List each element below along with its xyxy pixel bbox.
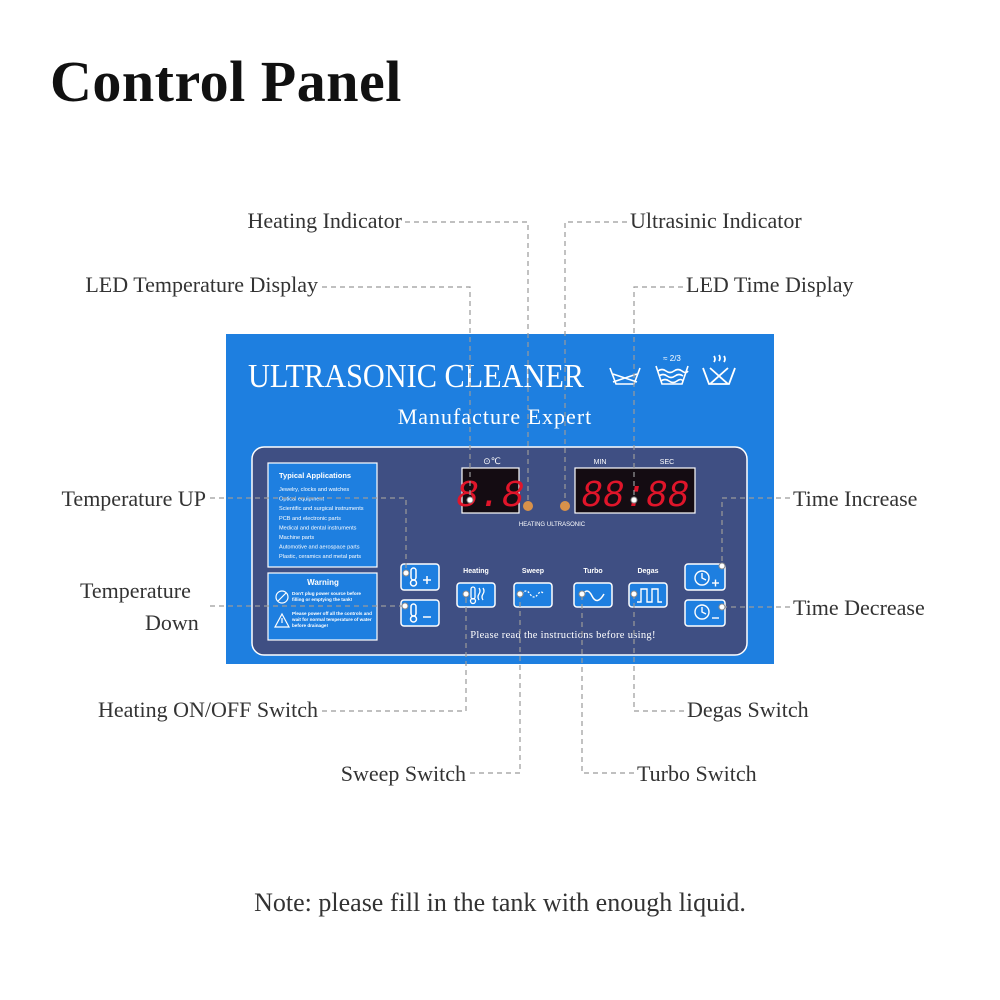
turbo-wave-icon [581, 590, 605, 602]
warning-text-1b: filling or emptying the tank! [292, 597, 353, 602]
application-item: Automotive and aerospace parts [279, 545, 360, 551]
callout-heating-indicator: Heating Indicator [247, 208, 402, 233]
warning-text-2a: Please power off all the controls and [292, 611, 372, 616]
heating-thermometer-icon [469, 586, 485, 605]
temperature-up-button[interactable] [400, 563, 440, 591]
no-plug-icon [275, 590, 289, 604]
sweep-switch-button[interactable] [513, 582, 553, 608]
degas-switch-button[interactable] [628, 582, 668, 608]
degas-button-label: Degas [637, 568, 658, 575]
callout-led-time-display: LED Time Display [686, 272, 854, 297]
temperature-down-button[interactable] [400, 599, 440, 627]
heating-indicator-led [523, 501, 533, 511]
callout-turbo-switch: Turbo Switch [637, 761, 757, 786]
led-temperature-display [461, 467, 520, 514]
instructions-text: Please read the instructions before usin… [470, 630, 656, 641]
application-item: Jewelry, clocks and watches [279, 487, 349, 493]
turbo-button-label: Turbo [583, 568, 602, 575]
application-item: Machine parts [279, 535, 314, 541]
time-increase-button[interactable] [684, 563, 726, 591]
application-item: Medical and dental instruments [279, 525, 357, 531]
callout-leader-lines [210, 221, 790, 774]
note-text: Note: please fill in the tank with enoug… [254, 888, 746, 917]
warning-title: Warning [307, 578, 339, 587]
wash-tub-icon [609, 367, 641, 385]
application-item: Optical equipment [279, 497, 325, 503]
applications-box [267, 462, 378, 568]
warning-text-1a: Don't plug power source before [292, 591, 361, 596]
callout-temperature-down-2: Down [145, 610, 199, 635]
clock-plus-icon [694, 570, 719, 587]
temp-unit-label: ⊙℃ [483, 456, 501, 466]
warning-triangle-icon [273, 612, 291, 628]
applications-title: Typical Applications [279, 471, 351, 480]
callout-sweep-switch: Sweep Switch [340, 761, 466, 786]
time-decrease-button[interactable] [684, 599, 726, 627]
warning-text-2c: before drainage! [292, 623, 328, 628]
turbo-switch-button[interactable] [573, 582, 613, 608]
degas-pulse-icon [637, 588, 662, 603]
callout-led-temperature-display: LED Temperature Display [85, 272, 318, 297]
wash-level-icon [655, 365, 689, 385]
callout-degas-switch: Degas Switch [687, 697, 809, 722]
warning-text-2b: wait for normal temperature of water [291, 617, 372, 622]
sec-label: SEC [660, 459, 674, 466]
callout-dots [401, 496, 726, 611]
ultrasonic-indicator-led [560, 501, 570, 511]
page-title: Control Panel [50, 49, 402, 114]
heating-button-label: Heating [463, 568, 489, 575]
callout-temperature-up: Temperature UP [61, 486, 206, 511]
panel-brand: ULTRASONIC CLEANER [248, 358, 584, 395]
callout-time-increase: Time Increase [793, 486, 918, 511]
callout-time-decrease: Time Decrease [793, 595, 925, 620]
thermometer-plus-icon [409, 567, 431, 587]
min-label: MIN [594, 459, 607, 466]
temp-digits: 8.8 [456, 475, 524, 518]
callout-heating-switch: Heating ON/OFF Switch [98, 697, 318, 722]
application-item: Plastic, ceramics and metal parts [279, 554, 361, 560]
ultrasonic-led-label: ULTRASONIC [547, 522, 586, 528]
no-heat-wash-icon [702, 354, 736, 385]
sweep-button-label: Sweep [522, 568, 544, 575]
clock-minus-icon [694, 604, 719, 620]
heating-led-label: HEATING [519, 522, 546, 528]
sweep-wave-icon [521, 590, 545, 598]
callout-ultrasonic-indicator: Ultrasinic Indicator [630, 208, 802, 233]
time-digits: 88:88 [581, 475, 689, 518]
application-item: PCB and electronic parts [279, 516, 341, 522]
thermometer-minus-icon [409, 603, 431, 623]
wash-level-label: ≈ 2/3 [663, 354, 681, 363]
application-item: Scientific and surgical instruments [279, 506, 364, 512]
led-time-display [574, 467, 696, 514]
panel-subtitle: Manufacture Expert [398, 404, 593, 429]
callout-temperature-down-1: Temperature [80, 578, 191, 603]
